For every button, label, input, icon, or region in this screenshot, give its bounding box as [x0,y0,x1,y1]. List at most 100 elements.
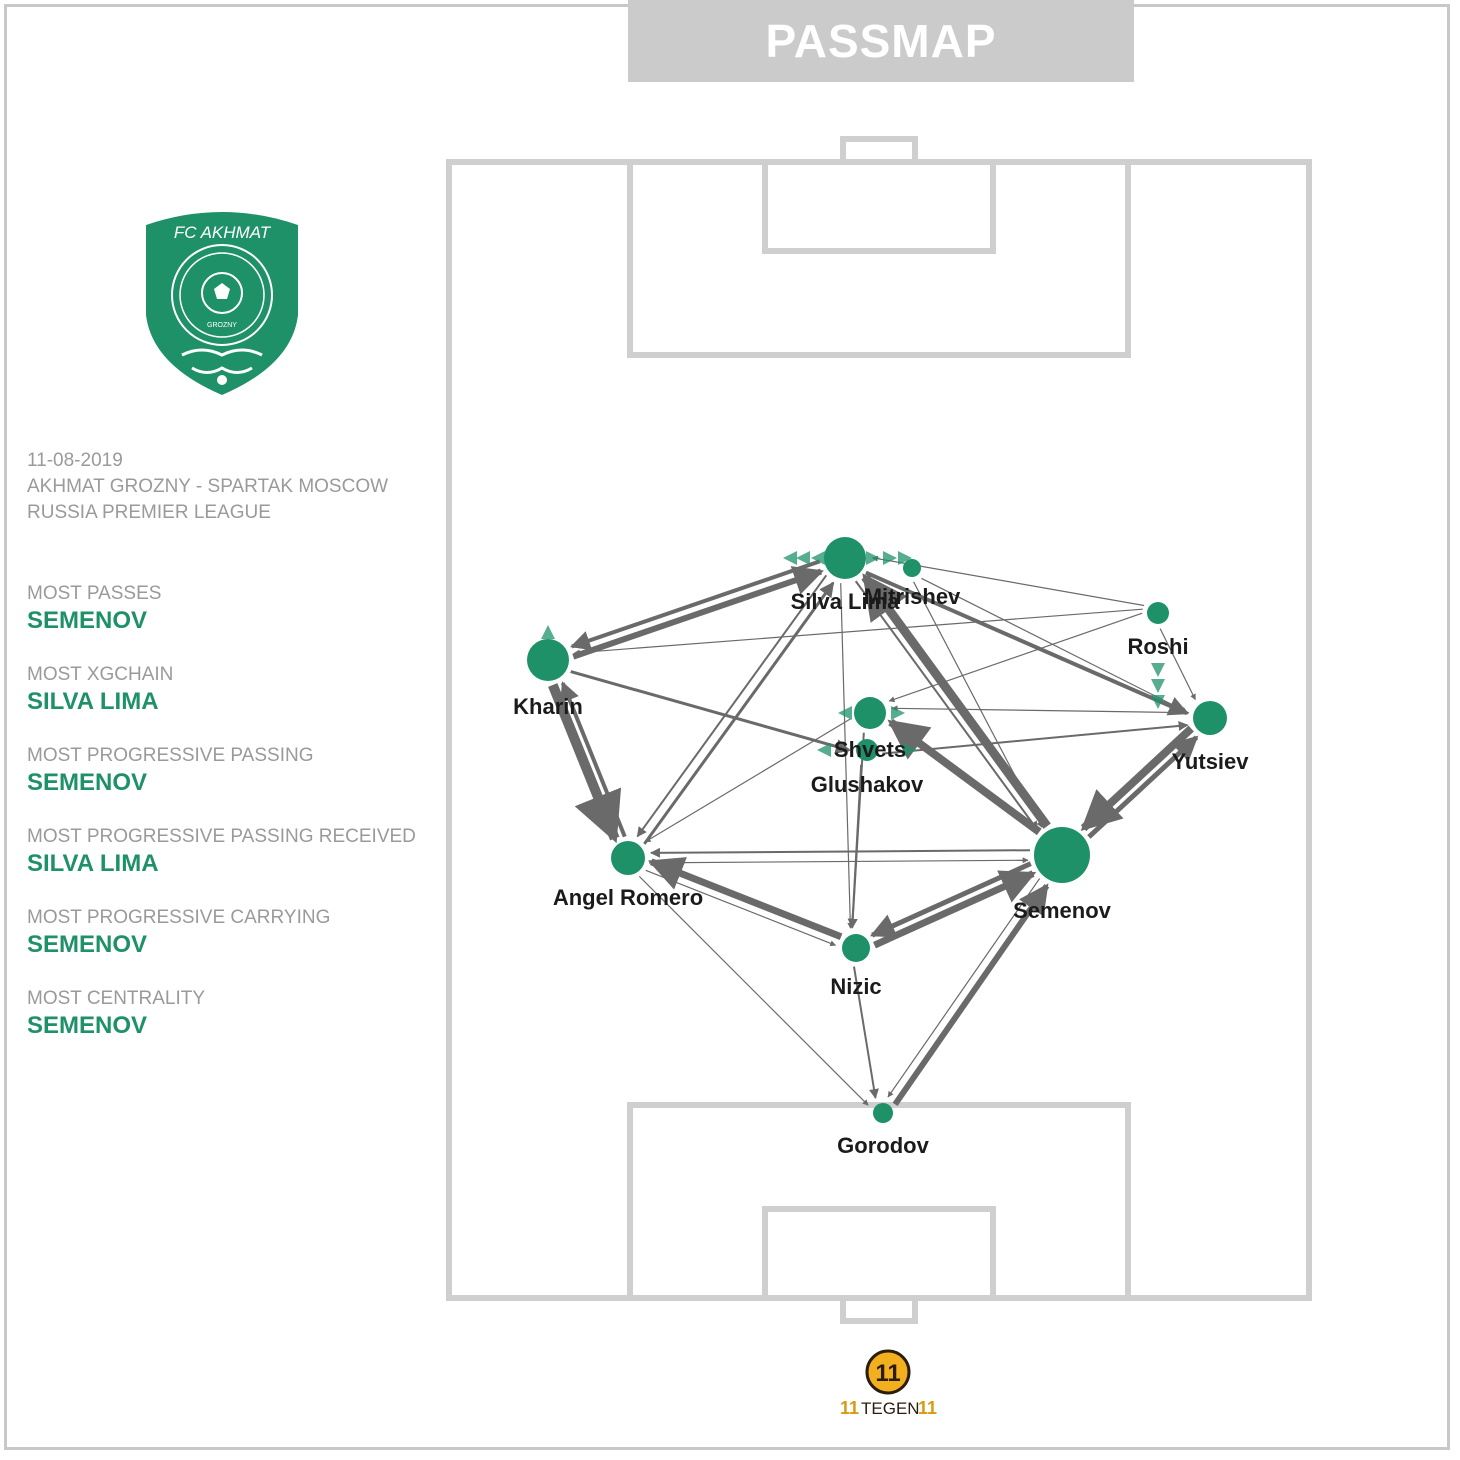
pass-edge-angel_romero-to-nizic [645,869,837,947]
stat-label: MOST PROGRESSIVE PASSING [27,745,314,766]
pass-edge-nizic-to-semenov [873,870,1037,949]
top-penalty-box [627,159,1131,358]
top-goal [840,136,918,165]
pass-edge-glushakov-to-yutsiev [882,720,1189,755]
match-info: 11-08-2019 AKHMAT GROZNY - SPARTAK MOSCO… [27,448,388,526]
silva-lima-right-marker-2 [898,551,912,565]
pass-edge-roshi-to-kharin [573,608,1143,656]
bottom-six-yard-box [762,1206,996,1301]
pass-edge-kharin-to-silva_lima [572,566,824,660]
match-fixture: AKHMAT GROZNY - SPARTAK MOSCOW [27,476,389,497]
stat-most-progressive-passing: MOST PROGRESSIVE PASSING SEMENOV [27,744,416,825]
stats-panel: MOST PASSES SEMENOV MOST XGCHAIN SILVA L… [27,582,416,1068]
player-label-glushakov: Glushakov [811,772,924,797]
pass-edge-silva_lima-to-semenov [854,580,1039,832]
player-label-semenov: Semenov [1013,898,1112,923]
player-label-angel_romero: Angel Romero [553,885,703,910]
pass-edge-angel_romero-to-silva_lima [643,581,835,845]
pass-edge-gorodov-to-semenov [892,883,1050,1107]
roshi-marker-0 [1151,663,1165,677]
pass-edge-nizic-to-angel_romero [647,857,843,940]
pass-edge-nizic-to-gorodov [852,966,879,1100]
pass-edge-semenov-to-angel_romero [649,847,1030,858]
svg-text:11: 11 [875,1360,900,1387]
player-node-mitrishev [903,559,921,577]
stat-label: MOST PROGRESSIVE PASSING RECEIVED [27,826,416,847]
player-node-roshi [1147,602,1169,624]
match-date: 11-08-2019 [27,450,123,471]
stat-label: MOST PASSES [27,583,162,604]
player-node-shvets [854,697,886,729]
stat-value: SILVA LIMA [27,850,159,877]
direction-markers [541,551,1165,757]
silva-lima-left-marker-2 [811,551,825,565]
player-node-gorodov [873,1103,893,1123]
pass-edge-semenov-to-shvets [887,718,1042,836]
player-node-nizic [842,934,870,962]
player-label-nizic: Nizic [830,974,881,999]
glushakov-right-marker [903,743,917,757]
player-label-yutsiev: Yutsiev [1171,749,1249,774]
pass-edge-mitrishev-to-yutsiev [921,577,1188,713]
pass-edge-angel_romero-to-kharin [560,681,627,838]
pass-edge-mitrishev-to-semenov [913,581,1043,828]
svg-text:FC AKHMAT: FC AKHMAT [174,223,272,242]
roshi-marker-1 [1151,679,1165,693]
pass-edge-kharin-to-glushakov [570,670,851,754]
pass-edge-glushakov-to-nizic [847,764,863,929]
stat-label: MOST XGCHAIN [27,664,174,685]
player-node-silva_lima [824,537,866,579]
pass-edge-angel_romero-to-gorodov [638,875,869,1106]
player-node-yutsiev [1193,701,1227,735]
stat-most-centrality: MOST CENTRALITY SEMENOV [27,987,416,1068]
player-label-shvets: Shvets [834,737,906,762]
shvets-left-marker [838,706,852,720]
brand-text: TEGEN [861,1399,920,1418]
silva-lima-left-marker-0 [783,551,797,565]
pass-edge-semenov-to-silva_lima [861,573,1051,829]
player-node-kharin [527,639,569,681]
player-node-semenov [1034,827,1090,883]
player-node-glushakov [856,739,878,761]
pass-edge-shvets-to-angel_romero [644,718,851,843]
pass-edge-yutsiev-to-semenov [1080,725,1194,832]
pass-edge-semenov-to-nizic [869,861,1032,938]
club-crest-logo: FC AKHMAT GROZNY [146,212,298,395]
silva-lima-right-marker-1 [883,551,897,565]
top-six-yard-box [762,159,996,254]
player-nodes [527,537,1227,1123]
stat-value: SEMENOV [27,607,148,634]
pass-edge-semenov-to-yutsiev [1087,735,1199,839]
player-node-angel_romero [611,841,645,875]
roshi-marker-2 [1151,695,1165,709]
bottom-goal [840,1295,918,1324]
stat-value: SEMENOV [27,769,148,796]
stat-label: MOST CENTRALITY [27,988,206,1009]
pass-edge-roshi-to-yutsiev [1159,628,1196,701]
pass-edge-semenov-to-gorodov [887,878,1041,1098]
stat-most-xgchain: MOST XGCHAIN SILVA LIMA [27,663,416,744]
stat-most-progressive-carrying: MOST PROGRESSIVE CARRYING SEMENOV [27,906,416,987]
pass-edge-silva_lima-to-angel_romero [636,574,828,838]
player-label-kharin: Kharin [513,694,583,719]
match-competition: RUSSIA PREMIER LEAGUE [27,502,271,523]
page-title: PASSMAP [628,0,1134,82]
player-label-roshi: Roshi [1127,634,1188,659]
stat-value: SEMENOV [27,1012,148,1039]
stat-label: MOST PROGRESSIVE CARRYING [27,907,331,928]
pass-edge-silva_lima-to-yutsiev [865,570,1189,716]
stat-value: SILVA LIMA [27,688,159,715]
pass-edge-silva_lima-to-nizic [840,583,854,929]
pitch-outline [446,159,1312,1301]
player-labels: Silva LimaMitrishevRoshiKharinShvetsGlus… [513,584,1249,1158]
pass-edge-angel_romero-to-semenov [649,857,1029,864]
stat-most-progressive-passing-received: MOST PROGRESSIVE PASSING RECEIVED SILVA … [27,825,416,906]
glushakov-left-marker [817,743,831,757]
pass-edge-roshi-to-shvets [888,612,1143,703]
pass-edge-yutsiev-to-shvets [891,705,1190,714]
stat-value: SEMENOV [27,931,148,958]
player-label-silva_lima: Silva Lima [791,589,901,614]
silva-lima-left-marker-1 [796,551,810,565]
player-label-gorodov: Gorodov [837,1133,929,1158]
